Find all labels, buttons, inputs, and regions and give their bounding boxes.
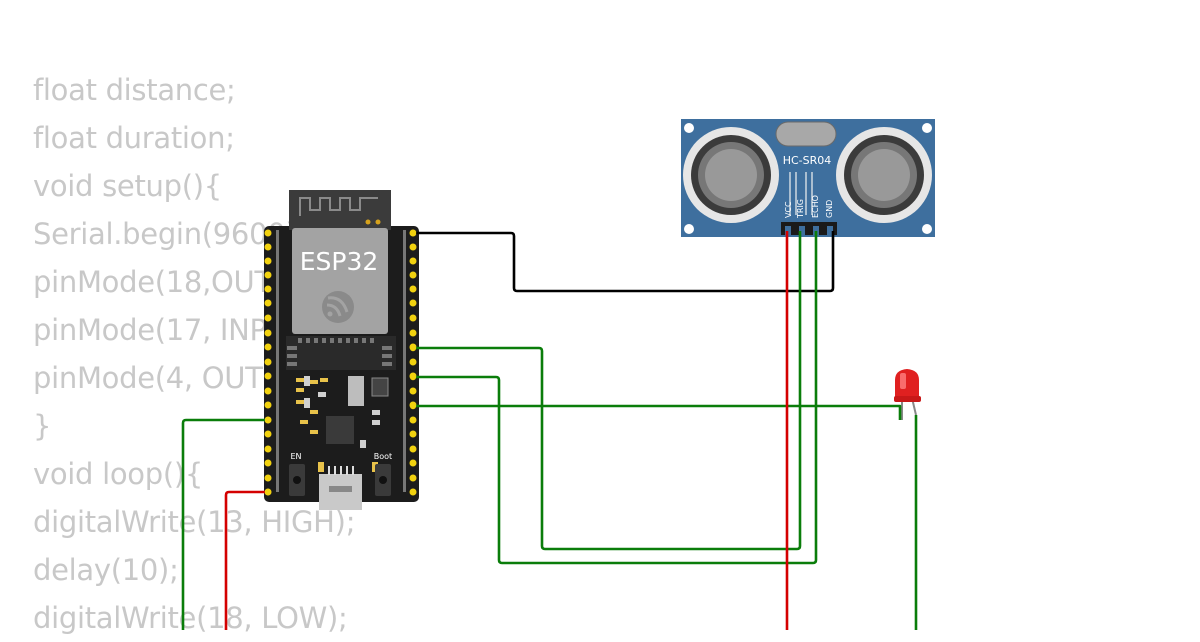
- code-line: Serial.begin(9600);: [33, 217, 306, 251]
- wire-vin[interactable]: [224, 490, 268, 630]
- code-line: }: [33, 409, 52, 443]
- pin-label-echo: ECHO: [811, 195, 820, 218]
- antenna-trace: [299, 197, 378, 216]
- wire-trig[interactable]: [413, 231, 802, 551]
- pin-label-gnd: GND: [825, 200, 834, 218]
- en-label: EN: [290, 452, 301, 461]
- code-line: delay(10);: [33, 553, 179, 587]
- code-editor-text[interactable]: float distance; float duration; void set…: [33, 66, 355, 642]
- wire-gnd[interactable]: [413, 231, 835, 293]
- crystal-oscillator: [775, 121, 837, 147]
- led-body: [895, 369, 919, 398]
- code-line: float distance;: [33, 73, 236, 107]
- hc-sr04-sensor[interactable]: HC-SR04 VCC TRIG ECHO GND: [681, 119, 935, 237]
- wire-echo[interactable]: [413, 231, 818, 565]
- pin-label-trig: TRIG: [796, 199, 805, 219]
- voltage-regulator: [348, 376, 364, 406]
- wire-led-anode[interactable]: [413, 404, 902, 420]
- code-line: digitalWrite(18, LOW);: [33, 601, 348, 635]
- code-line: digitalWrite(13, HIGH);: [33, 505, 356, 539]
- wire-gnd-board[interactable]: [181, 418, 268, 630]
- code-line: float duration;: [33, 121, 235, 155]
- esp32-board[interactable]: ESP32: [264, 190, 419, 510]
- wires[interactable]: [181, 231, 918, 630]
- sensor-label: HC-SR04: [783, 154, 832, 167]
- code-line: void loop(){: [33, 457, 204, 491]
- espressif-logo-icon: [322, 291, 354, 323]
- code-line: void setup(){: [33, 169, 222, 203]
- esp32-module: [292, 228, 388, 334]
- esp32-label: ESP32: [300, 247, 379, 276]
- usb-chip: [326, 416, 354, 444]
- esp32-header-pins[interactable]: [264, 229, 417, 496]
- red-led[interactable]: [894, 369, 921, 420]
- pin-label-vcc: VCC: [784, 201, 793, 218]
- sensor-header[interactable]: [781, 222, 837, 235]
- boot-label: Boot: [374, 452, 392, 461]
